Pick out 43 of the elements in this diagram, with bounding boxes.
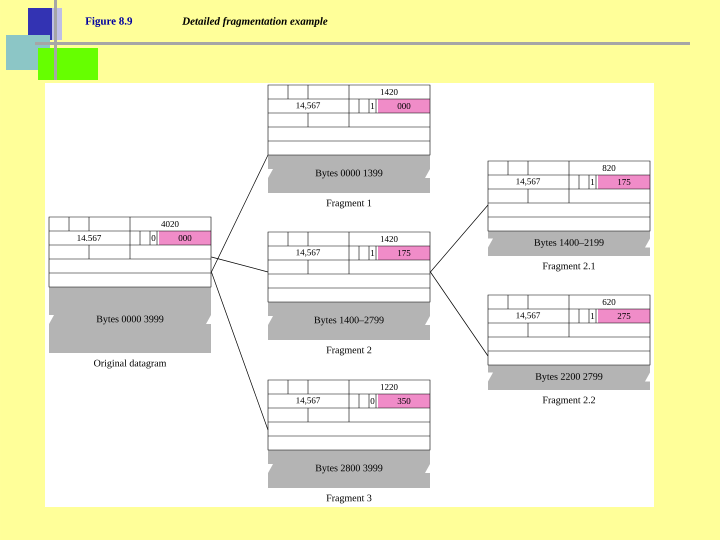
- identification: 14,567: [516, 178, 540, 186]
- bytes-label: Bytes 2200 2799: [536, 373, 602, 382]
- identification: 14.567: [77, 234, 102, 242]
- identification: 14,567: [296, 249, 320, 257]
- figure-number: Figure 8.9: [85, 17, 132, 27]
- flag-value: 1: [371, 250, 374, 256]
- total-length: 1420: [380, 236, 398, 242]
- bytes-label: Bytes 1400–2199: [534, 239, 604, 248]
- flag-value: 1: [591, 179, 594, 185]
- flag-value: 1: [591, 313, 594, 319]
- offset-value: 350: [398, 398, 410, 404]
- offset-value: 275: [618, 312, 630, 319]
- fragment-caption: Fragment 2.2: [542, 396, 596, 406]
- offset-value: 175: [618, 179, 630, 185]
- bytes-label: Bytes 1400–2799: [314, 316, 384, 326]
- flag-value: 0: [152, 234, 156, 242]
- fragment-caption: Original datagram: [94, 359, 166, 369]
- offset-value: 175: [398, 250, 410, 256]
- identification: 14,567: [296, 102, 320, 110]
- fragment-caption: Fragment 2.1: [542, 262, 595, 272]
- identification: 14,567: [516, 312, 540, 320]
- fragment-caption: Fragment 1: [326, 200, 372, 208]
- identification: 14,567: [296, 397, 320, 405]
- total-length: 620: [602, 298, 616, 306]
- total-length: 820: [602, 164, 616, 172]
- connector-line: [211, 272, 268, 430]
- total-length: 4020: [161, 220, 179, 228]
- fragment-caption: Fragment 2: [326, 346, 372, 356]
- connector-line: [430, 272, 488, 356]
- offset-value: 000: [398, 102, 410, 110]
- total-length: 1420: [380, 88, 398, 96]
- total-length: 1220: [380, 384, 398, 390]
- bytes-label: Bytes 0000 1399: [316, 170, 382, 178]
- flag-value: 1: [371, 103, 374, 109]
- bytes-label: Bytes 2800 3999: [316, 464, 382, 474]
- connector-line: [430, 204, 488, 272]
- connector-line: [211, 154, 268, 272]
- figure-title: Detailed fragmentation example: [182, 16, 328, 28]
- bytes-label: Bytes 0000 3999: [96, 316, 164, 324]
- offset-value: 000: [178, 234, 192, 242]
- flag-value: 0: [370, 398, 374, 404]
- connector-line: [211, 256, 268, 272]
- fragment-caption: Fragment 3: [326, 494, 372, 504]
